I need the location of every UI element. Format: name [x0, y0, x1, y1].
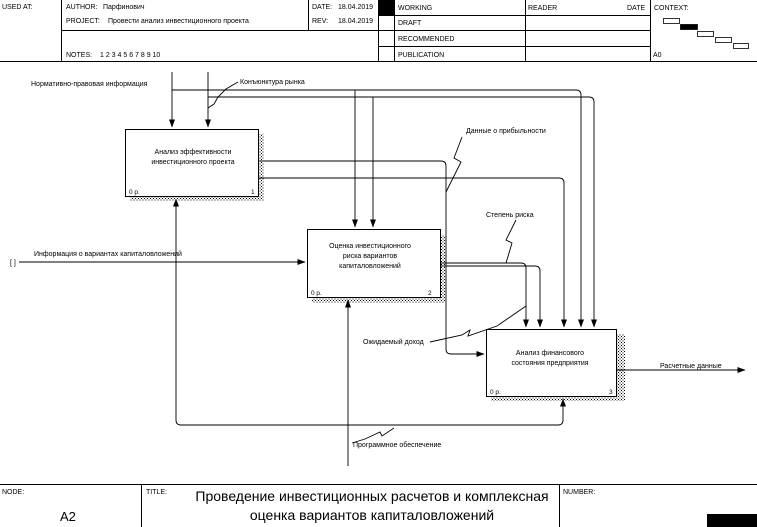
activity-2-label-line-1: Оценка инвестиционного — [329, 243, 411, 250]
project-label: PROJECT: — [66, 18, 100, 25]
label-market[interactable]: Конъюнктура рынка — [240, 79, 305, 86]
node-value: A2 — [60, 509, 76, 524]
label-normative[interactable]: Нормативно-правовая информация — [31, 81, 148, 88]
context-box-1 — [663, 18, 680, 24]
author-label: AUTHOR: — [66, 4, 98, 11]
footer-frame — [0, 484, 757, 527]
arrow-software-loop[interactable] — [173, 198, 348, 426]
arrow-normative-branch[interactable] — [172, 89, 584, 328]
notes-value: 1 2 3 4 5 6 7 8 9 10 — [100, 52, 160, 59]
label-settlement-data[interactable]: Расчетные данные — [660, 363, 722, 370]
title-label: TITLE: — [146, 489, 167, 496]
arrow-risk-degree[interactable] — [441, 262, 529, 328]
status-recommended: RECOMMENDED — [398, 36, 454, 43]
activity-3-number: 3 — [609, 389, 613, 396]
activity-box-1[interactable]: Анализ эффективности инвестиционного про… — [125, 129, 265, 202]
title-line-1: Проведение инвестиционных расчетов и ком… — [195, 488, 548, 504]
activity-3-cost: 0 р. — [490, 389, 501, 396]
number-label: NUMBER: — [563, 489, 595, 496]
activity-1-cost: 0 р. — [129, 189, 140, 196]
context-box-3 — [697, 31, 714, 37]
context-node: A0 — [653, 52, 662, 59]
activity-1-frame — [125, 129, 259, 197]
label-expected-income[interactable]: Ожидаемый доход — [363, 338, 424, 346]
activity-1-label-line-1: Анализ эффективности — [155, 149, 232, 156]
activity-2-frame — [307, 229, 441, 298]
leader-risk-degree — [505, 219, 517, 264]
leader-profit-data — [445, 136, 463, 193]
node-label: NODE: — [2, 489, 24, 496]
date-label: DATE: — [312, 4, 332, 11]
activity-1-label-line-2: инвестиционного проекта — [151, 159, 234, 166]
status-draft: DRAFT — [398, 20, 422, 27]
status-publication: PUBLICATION — [398, 52, 444, 59]
context-box-5 — [733, 43, 749, 49]
arrow-expected-income[interactable] — [259, 177, 567, 328]
context-box-2 — [680, 24, 698, 30]
footer-text: NODE: A2 TITLE: Проведение инвестиционны… — [2, 488, 595, 524]
leader-software — [351, 427, 395, 444]
arrow-profit-data[interactable] — [259, 160, 485, 357]
notes-label: NOTES: — [66, 52, 92, 59]
arrow-market-branch[interactable] — [208, 96, 597, 328]
leader-expected-income — [429, 305, 527, 343]
context-label: CONTEXT: — [654, 5, 689, 12]
author-value: Парфинович — [103, 4, 145, 11]
rev-value: 18.04.2019 — [338, 18, 373, 25]
used-at-label: USED AT: — [2, 4, 33, 11]
reader-label: READER — [528, 5, 557, 12]
activity-box-3[interactable]: Анализ финансового состояния предприятия… — [486, 329, 626, 402]
leader-market — [207, 81, 239, 109]
activity-3-label-line-1: Анализ финансового — [516, 350, 584, 357]
rev-label: REV: — [312, 18, 328, 25]
activity-2-number: 2 — [428, 290, 432, 297]
arrow-risk-degree-2[interactable] — [441, 265, 543, 328]
activity-box-2[interactable]: Оценка инвестиционного риска вариантов к… — [307, 229, 447, 304]
arrow-software-to-act3[interactable] — [348, 398, 566, 426]
header-text: USED AT: AUTHOR: Парфинович PROJECT: Про… — [2, 4, 689, 59]
context-thumbnail[interactable] — [663, 18, 749, 49]
header-frame — [0, 0, 757, 62]
activity-1-number: 1 — [251, 189, 255, 196]
arrow-labels: Нормативно-правовая информация Конъюнкту… — [31, 79, 722, 449]
activity-2-label-line-2: риска вариантов — [343, 253, 397, 260]
label-variants-info[interactable]: Информация о вариантах капиталовложений — [34, 250, 182, 258]
activity-2-cost: 0 р. — [311, 290, 322, 297]
title-line-2: оценка вариантов капиталовложений — [250, 507, 494, 523]
project-value: Провести анализ инвестиционного проекта — [108, 18, 249, 25]
status-working: WORKING — [398, 5, 432, 12]
activity-3-frame — [486, 329, 617, 397]
tunnel-bracket-icon: [ ] — [10, 260, 16, 267]
label-risk-degree[interactable]: Степень риска — [486, 212, 534, 219]
date-value: 18.04.2019 — [338, 4, 373, 11]
activity-2-label-line-3: капиталовложений — [339, 262, 401, 270]
reader-date-label: DATE — [627, 5, 645, 12]
activity-3-label-line-2: состояния предприятия — [511, 360, 588, 367]
label-software[interactable]: Программное обеспечение — [353, 441, 441, 449]
arrows — [19, 72, 746, 466]
context-box-4 — [715, 37, 732, 43]
label-profit-data[interactable]: Данные о прибыльности — [466, 127, 546, 135]
